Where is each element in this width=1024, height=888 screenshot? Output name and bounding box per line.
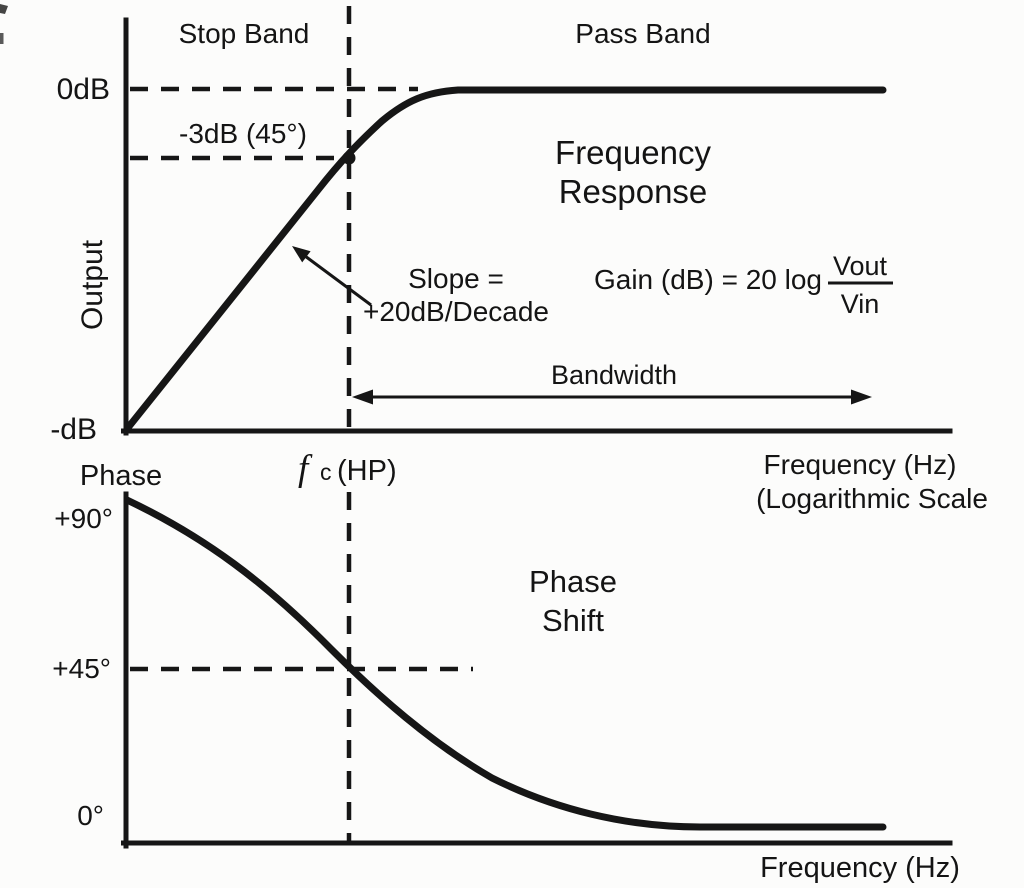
stop-band-label: Stop Band: [179, 18, 310, 49]
phase-x-axis-label: Frequency (Hz): [760, 852, 960, 884]
bandwidth-right-arrowhead-icon: [851, 389, 872, 405]
frequency-response-title-line1: Frequency: [555, 134, 711, 171]
y-tick-minusdb-label: -dB: [50, 413, 97, 446]
phase-shift-curve: [123, 496, 887, 831]
y-axis-output-label: Output: [76, 239, 109, 330]
magnitude-x-axis-label-line1: Frequency (Hz): [764, 449, 957, 480]
phase-shift-title-line2: Shift: [542, 603, 604, 638]
y-tick-minus3db-label: -3dB (45°): [179, 118, 307, 149]
magnitude-plot: Stop Band Pass Band 0dB -3dB (45°) -dB O…: [50, 6, 988, 514]
y-tick-0db-label: 0dB: [57, 73, 110, 106]
y-tick-45deg-label: +45°: [52, 653, 111, 684]
edge-artifact: [0, 33, 4, 44]
gain-formula-denominator: Vin: [841, 289, 880, 319]
bandwidth-left-arrowhead-icon: [352, 389, 373, 405]
cutoff-frequency-symbol: f: [298, 448, 313, 489]
slope-label-line1: Slope =: [408, 263, 504, 294]
pass-band-label: Pass Band: [575, 18, 710, 49]
gain-formula-label: Gain (dB) = 20 log: [594, 264, 822, 295]
minus3db-point-marker: [342, 151, 356, 165]
phase-shift-title-line1: Phase: [529, 564, 617, 599]
magnitude-x-axis-label-line2: (Logarithmic Scale: [756, 483, 988, 514]
cutoff-frequency-suffix: (HP): [337, 455, 397, 487]
phase-axis-label: Phase: [80, 460, 162, 492]
slope-arrowhead-icon: [292, 246, 311, 263]
slope-arrow-line: [304, 254, 372, 307]
bandwidth-label: Bandwidth: [551, 360, 677, 390]
frequency-response-curve: [123, 86, 887, 433]
y-tick-90deg-label: +90°: [54, 503, 113, 534]
phase-plot: Phase +90° +45° 0° Phase Shift Frequency…: [52, 460, 960, 884]
frequency-response-title-line2: Response: [559, 173, 708, 210]
gain-formula-numerator: Vout: [833, 251, 888, 281]
cutoff-frequency-subscript: c: [320, 459, 332, 485]
edge-artifact: [0, 4, 8, 14]
y-tick-0deg-label: 0°: [77, 800, 104, 831]
slope-label-line2: +20dB/Decade: [363, 296, 549, 327]
